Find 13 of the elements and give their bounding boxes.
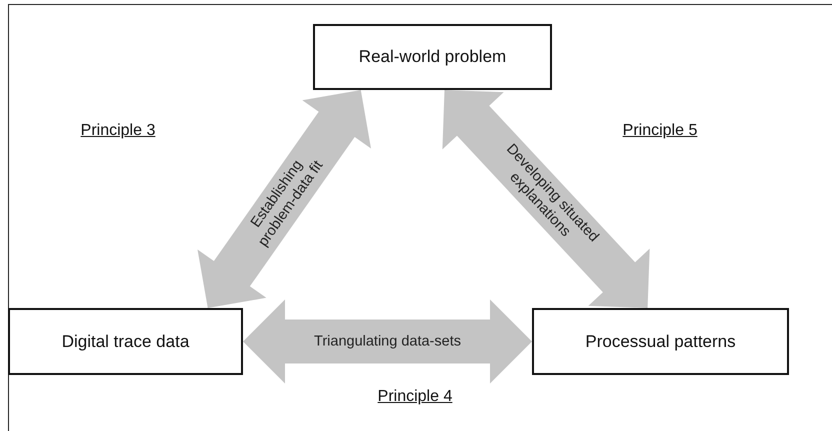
double-arrow [198, 90, 371, 308]
box-label: Processual patterns [585, 332, 736, 352]
process-box [532, 308, 789, 375]
principle-label: Principle 5 [622, 122, 698, 140]
double-arrow [442, 90, 650, 308]
principle-label: Principle 4 [378, 388, 452, 406]
box-label: Digital trace data [62, 332, 190, 352]
process-box [8, 308, 243, 375]
principle-label: Principle 3 [80, 122, 156, 140]
edge-label: Triangulating data-sets [314, 333, 461, 350]
process-box [313, 24, 552, 90]
double-arrow [243, 300, 532, 384]
box-label: Real-world problem [358, 47, 506, 67]
